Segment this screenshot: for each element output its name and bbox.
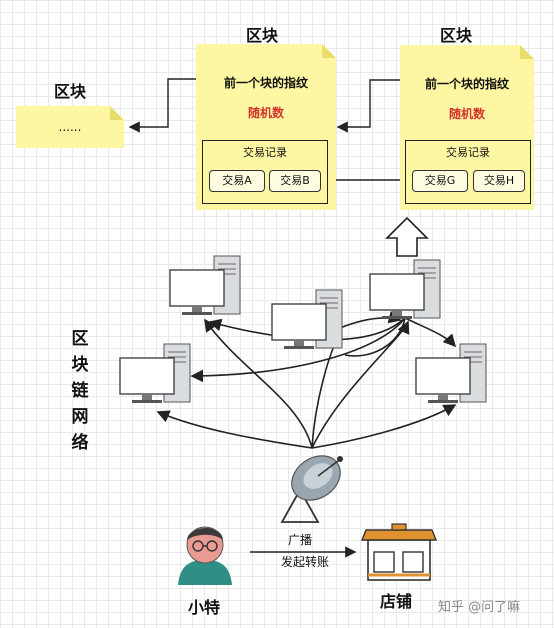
satellite-dish-icon bbox=[280, 455, 343, 523]
network-label-char: 块 bbox=[71, 355, 89, 375]
broadcast-label: 广播 bbox=[287, 533, 312, 547]
link-arrow-mid-to-left bbox=[128, 78, 196, 133]
middle-tx-records: 交易记录 交易A 交易B bbox=[202, 140, 328, 204]
network-label-char: 区 bbox=[71, 329, 89, 349]
left-block-content: ...... bbox=[58, 120, 82, 134]
person-avatar-icon bbox=[178, 526, 232, 585]
right-block: 前一个块的指纹 随机数 交易记录 交易G 交易H bbox=[400, 45, 534, 210]
network-links bbox=[156, 310, 457, 449]
middle-block-title: 区块 bbox=[246, 26, 279, 45]
watermark: 知乎 @问了嘛 bbox=[438, 600, 521, 615]
left-block-title: 区块 bbox=[54, 82, 87, 101]
transfer-label: 发起转账 bbox=[280, 555, 329, 569]
computer-icon bbox=[271, 289, 343, 349]
right-block-title: 区块 bbox=[440, 26, 473, 45]
computer-icon bbox=[415, 343, 487, 403]
shop-icon bbox=[360, 523, 438, 581]
left-block: ...... bbox=[16, 106, 124, 148]
right-prev-hash: 前一个块的指纹 bbox=[424, 77, 509, 91]
up-arrow bbox=[385, 216, 429, 257]
network-label-char: 络 bbox=[71, 433, 89, 453]
person-label: 小特 bbox=[188, 598, 221, 617]
right-tx-g: 交易G bbox=[412, 170, 468, 192]
middle-block: 前一个块的指纹 随机数 交易记录 交易A 交易B bbox=[196, 44, 336, 210]
middle-nonce: 随机数 bbox=[247, 106, 284, 120]
right-tx-h: 交易H bbox=[473, 170, 525, 192]
middle-tx-b: 交易B bbox=[269, 170, 321, 192]
right-nonce: 随机数 bbox=[448, 107, 485, 121]
link-arrow-right-to-mid bbox=[336, 79, 400, 133]
network-label-char: 网 bbox=[71, 407, 89, 427]
middle-prev-hash: 前一个块的指纹 bbox=[223, 76, 308, 90]
network-label-char: 链 bbox=[71, 381, 89, 401]
computer-layer bbox=[119, 255, 487, 403]
computer-icon bbox=[169, 255, 241, 315]
right-tx-records: 交易记录 交易G 交易H bbox=[405, 140, 531, 204]
middle-records-label: 交易记录 bbox=[243, 146, 287, 159]
middle-tx-a: 交易A bbox=[209, 170, 265, 192]
network-label: 区 块 链 网 络 bbox=[70, 326, 90, 456]
computer-icon bbox=[369, 259, 441, 319]
shop-label: 店铺 bbox=[380, 592, 413, 611]
computer-icon bbox=[119, 343, 191, 403]
right-records-label: 交易记录 bbox=[446, 146, 490, 159]
